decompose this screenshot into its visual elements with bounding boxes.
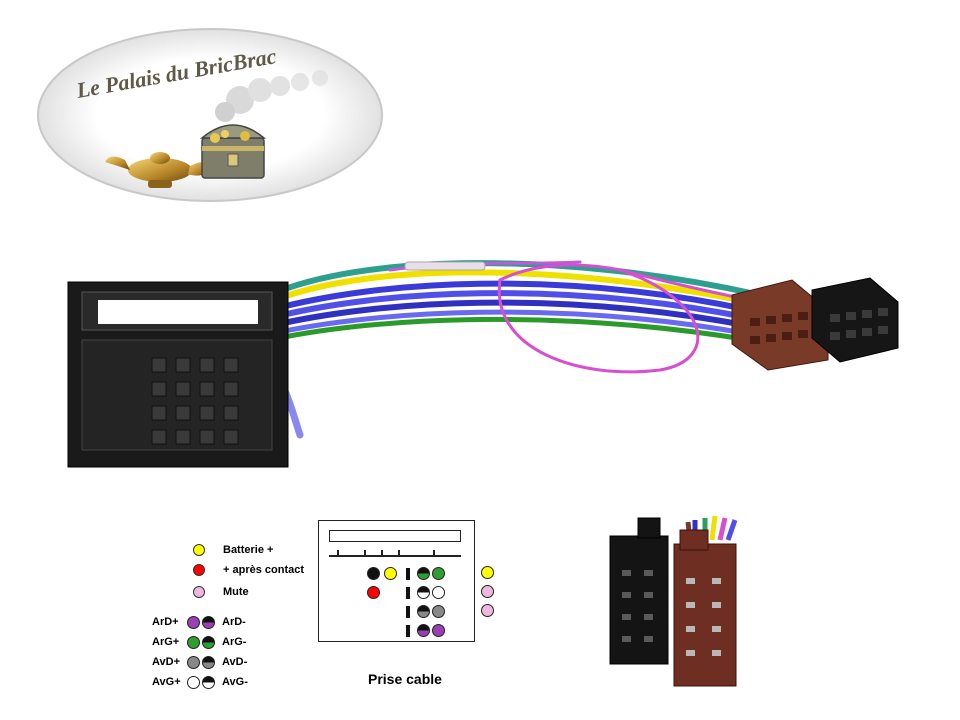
iso-black-connector-photo <box>609 517 669 665</box>
smoke-graphic <box>215 70 328 122</box>
grey-black-dot-icon <box>202 656 215 669</box>
iso-black-connector <box>811 277 899 363</box>
green-dot-icon <box>187 636 200 649</box>
logo-oval <box>37 28 383 202</box>
legend-item-batterie: Batterie + <box>193 544 273 556</box>
white-dot-icon <box>187 676 200 689</box>
grey-dot-icon <box>187 656 200 669</box>
red-dot-icon <box>193 564 205 576</box>
pink-dot-icon <box>481 585 494 598</box>
black-dot-icon <box>367 567 380 580</box>
purple-black-dot-icon <box>202 616 215 629</box>
prise-pin-rail <box>329 555 461 557</box>
red-dot-icon <box>367 586 380 599</box>
speaker-label-avg-plus: AvG+ <box>152 676 181 688</box>
prise-top-bar <box>329 530 461 542</box>
green-black-dot-icon <box>202 636 215 649</box>
speaker-label-avg-minus: AvG- <box>222 676 248 688</box>
speaker-label-avd-plus: AvD+ <box>152 656 181 668</box>
speaker-label-ard-minus: ArD- <box>222 616 246 628</box>
prise-cable-diagram <box>318 520 475 642</box>
green-dot-icon <box>432 567 445 580</box>
iso-brown-connector <box>731 279 829 371</box>
speaker-label-avd-minus: AvD- <box>222 656 248 668</box>
legend-label: Mute <box>223 586 249 598</box>
pink-dot-icon <box>481 604 494 617</box>
green-black-dot-icon <box>417 567 430 580</box>
pink-dot-icon <box>193 586 205 598</box>
grey-dot-icon <box>432 605 445 618</box>
legend-item-apres-contact: + après contact <box>193 564 304 576</box>
purple-black-dot-icon <box>417 624 430 637</box>
speaker-label-ard-plus: ArD+ <box>152 616 179 628</box>
legend-label: Batterie + <box>223 544 274 556</box>
white-black-dot-icon <box>417 586 430 599</box>
legend-label: + après contact <box>223 564 305 576</box>
purple-dot-icon <box>432 624 445 637</box>
purple-dot-icon <box>187 616 200 629</box>
yellow-dot-icon <box>481 566 494 579</box>
prise-cable-title: Prise cable <box>368 671 442 687</box>
white-black-dot-icon <box>202 676 215 689</box>
legend-item-mute: Mute <box>193 586 249 598</box>
iso-connectors-photo <box>609 515 738 687</box>
yellow-dot-icon <box>193 544 205 556</box>
treasure-chest-icon <box>199 124 267 179</box>
speaker-label-arg-minus: ArG- <box>222 636 247 648</box>
quadlock-connector <box>67 281 289 468</box>
logo: Le Palais du BricBrac <box>37 28 383 202</box>
white-dot-icon <box>432 586 445 599</box>
wire-bundle <box>217 260 763 439</box>
speaker-label-arg-plus: ArG+ <box>152 636 180 648</box>
iso-brown-connector-photo <box>673 529 737 687</box>
yellow-dot-icon <box>384 567 397 580</box>
wiring-harness-illustration <box>67 260 899 468</box>
grey-black-dot-icon <box>417 605 430 618</box>
